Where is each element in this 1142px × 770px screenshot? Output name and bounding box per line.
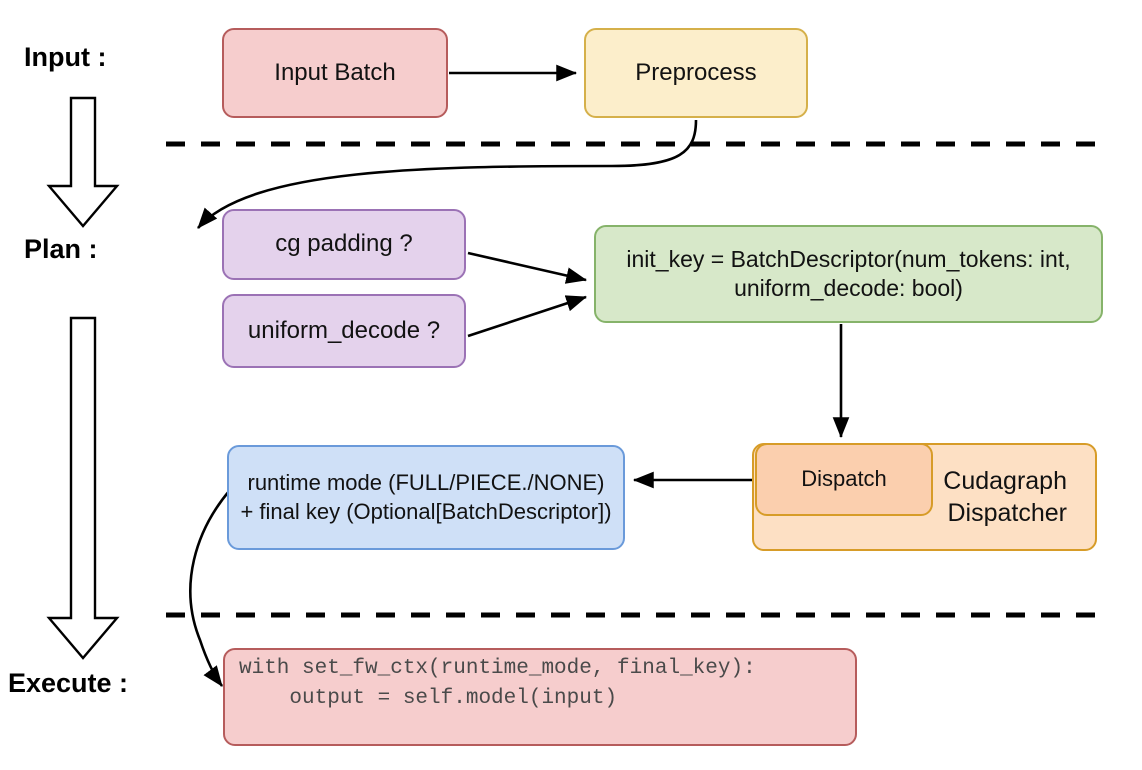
node-runtime-mode-line2: + final key (Optional[BatchDescriptor]) [240, 498, 612, 524]
node-cudagraph-dispatcher-line1: Cudagraph [943, 467, 1067, 495]
edge-cg-padding-to-init-key [467, 251, 588, 284]
node-init-key-line1: init_key = BatchDescriptor(num_tokens: i… [626, 245, 1071, 272]
node-init-key[interactable]: init_key = BatchDescriptor(num_tokens: i… [594, 225, 1103, 323]
stage-label-plan: Plan : [24, 234, 98, 264]
node-runtime-mode[interactable]: runtime mode (FULL/PIECE./NONE) + final … [227, 445, 625, 550]
edge-uniform-decode-to-init-key [467, 295, 587, 338]
stage-label-execute: Execute : [8, 668, 129, 698]
node-cg-padding[interactable]: cg padding ? [222, 209, 466, 280]
flow-arrow-input-to-plan [46, 96, 120, 228]
node-cg-padding-label: cg padding ? [275, 230, 413, 258]
flow-arrow-plan-to-execute [46, 316, 120, 660]
node-input-batch-label: Input Batch [274, 58, 396, 86]
node-code-block-line1: with set_fw_ctx(runtime_mode, final_key)… [239, 657, 756, 680]
node-dispatch[interactable]: Dispatch [755, 443, 933, 516]
stage-label-input: Input : [24, 42, 107, 72]
node-preprocess-label: Preprocess [635, 58, 757, 86]
node-runtime-mode-line1: runtime mode (FULL/PIECE./NONE) [247, 470, 605, 496]
node-uniform-decode-label: uniform_decode ? [247, 316, 441, 344]
node-code-block[interactable]: with set_fw_ctx(runtime_mode, final_key)… [223, 648, 857, 746]
node-uniform-decode[interactable]: uniform_decode ? [222, 294, 466, 368]
node-code-block-line2: output = self.model(input) [239, 687, 618, 711]
node-input-batch[interactable]: Input Batch [222, 28, 448, 118]
node-dispatch-label: Dispatch [801, 466, 887, 492]
node-cudagraph-dispatcher-line2: Dispatcher [947, 499, 1068, 527]
node-preprocess[interactable]: Preprocess [584, 28, 808, 118]
node-init-key-line2: uniform_decode: bool) [734, 275, 963, 301]
